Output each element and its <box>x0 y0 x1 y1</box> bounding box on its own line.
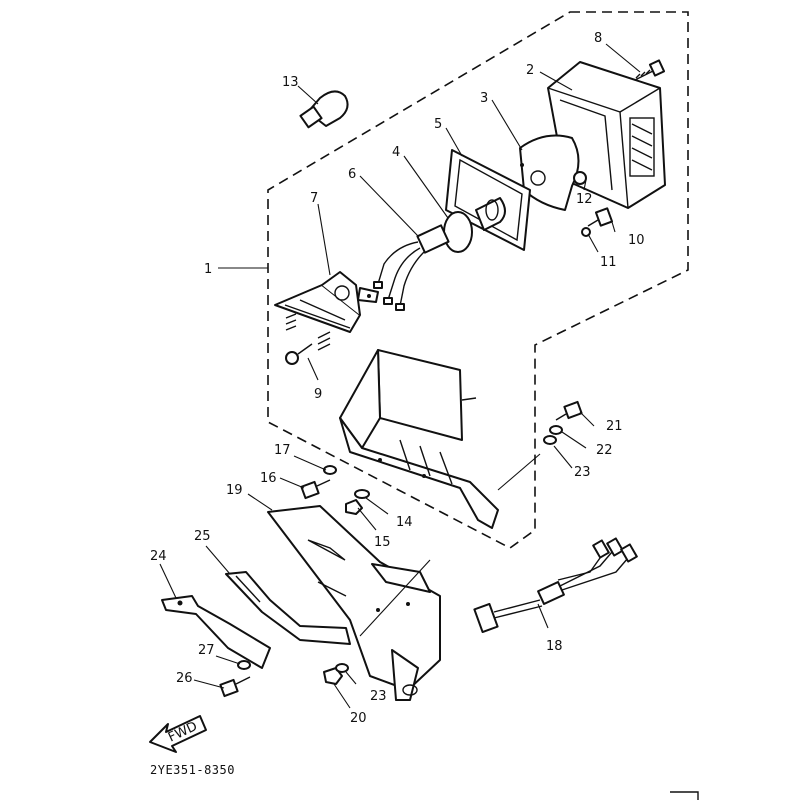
washer-27 <box>237 660 251 670</box>
callout-4: 4 <box>392 145 400 160</box>
washer-23-top <box>543 435 557 445</box>
plate-bracket-19 <box>267 505 441 701</box>
callout-14: 14 <box>396 515 413 530</box>
callout-8: 8 <box>594 31 602 46</box>
callout-6: 6 <box>348 167 356 182</box>
nut-15 <box>345 499 363 515</box>
callout-25: 25 <box>194 529 211 544</box>
bulb-13 <box>299 90 349 129</box>
callout-22: 22 <box>596 443 613 458</box>
callout-12: 12 <box>576 192 593 207</box>
bolt-16 <box>300 479 331 500</box>
callout-11: 11 <box>600 255 617 270</box>
socket-4 <box>443 197 506 253</box>
bolt-21 <box>555 400 583 421</box>
bolt-26 <box>219 676 251 698</box>
callout-23-bottom: 23 <box>370 689 387 704</box>
forward-arrow-icon: FWD <box>149 715 207 753</box>
callout-17: 17 <box>274 443 291 458</box>
callout-16: 16 <box>260 471 277 486</box>
reflector-3 <box>519 134 580 211</box>
callout-20: 20 <box>350 711 367 726</box>
callout-27: 27 <box>198 643 215 658</box>
washer-22 <box>549 425 563 435</box>
callout-18: 18 <box>546 639 563 654</box>
callout-21: 21 <box>606 419 623 434</box>
callout-24: 24 <box>150 549 167 564</box>
callout-5: 5 <box>434 117 442 132</box>
bracket-7 <box>274 271 379 351</box>
callout-10: 10 <box>628 233 645 248</box>
callout-1: 1 <box>204 262 212 277</box>
drawing-code: 2YE351-8350 <box>150 763 235 777</box>
bolt-10 <box>587 207 614 227</box>
screw-8 <box>634 59 666 81</box>
callout-9: 9 <box>314 387 322 402</box>
stay-25 <box>225 571 351 645</box>
corner-mark <box>670 791 699 800</box>
screw-9 <box>285 343 313 365</box>
callout-13: 13 <box>282 75 299 90</box>
gasket-5 <box>445 149 531 251</box>
nut-20 <box>323 667 343 685</box>
callouts: 1 2 3 4 5 6 7 8 9 10 11 12 13 14 15 16 1… <box>150 31 645 726</box>
washer-23-bottom <box>335 663 349 673</box>
callout-26: 26 <box>176 671 193 686</box>
washer-14 <box>354 489 370 499</box>
assembly-boundary <box>267 11 689 549</box>
callout-15: 15 <box>374 535 391 550</box>
callout-2: 2 <box>526 63 534 78</box>
callout-23-top: 23 <box>574 465 591 480</box>
harness-18 <box>473 537 638 634</box>
washer-17 <box>323 465 337 475</box>
socket-wires-6 <box>373 224 450 311</box>
callout-3: 3 <box>480 91 488 106</box>
leader-lines <box>159 43 641 709</box>
bracket-24 <box>161 595 271 669</box>
lamp-base <box>339 349 499 529</box>
nut-12 <box>573 171 587 185</box>
callout-19: 19 <box>226 483 243 498</box>
callout-7: 7 <box>310 191 318 206</box>
